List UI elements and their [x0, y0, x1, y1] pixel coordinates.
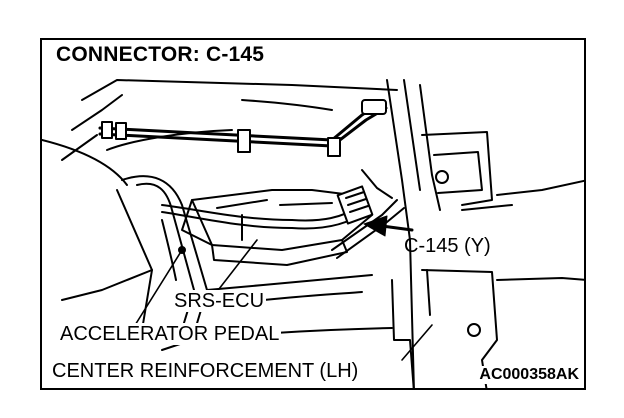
vehicle-illustration: [42, 79, 584, 388]
center-reinforcement-label: CENTER REINFORCEMENT (LH): [50, 360, 361, 382]
connector-c145: [336, 169, 393, 225]
connector-pointer-arrow: [363, 215, 414, 237]
diagram-frame: CONNECTOR: C-145 C-145 (Y) SRS-ECU ACCEL…: [40, 38, 586, 390]
connector-label: C-145 (Y): [404, 235, 491, 257]
rod-brace: [98, 99, 388, 157]
leader-lines: [131, 239, 433, 361]
background-body-panels: [42, 79, 398, 186]
accelerator-pedal-label: ACCELERATOR PEDAL: [58, 323, 282, 345]
diagram-title: CONNECTOR: C-145: [54, 43, 269, 67]
pillar-structure: [386, 79, 584, 388]
figure-code: AC000358AK: [477, 366, 581, 384]
srs-ecu-label: SRS-ECU: [172, 290, 267, 312]
